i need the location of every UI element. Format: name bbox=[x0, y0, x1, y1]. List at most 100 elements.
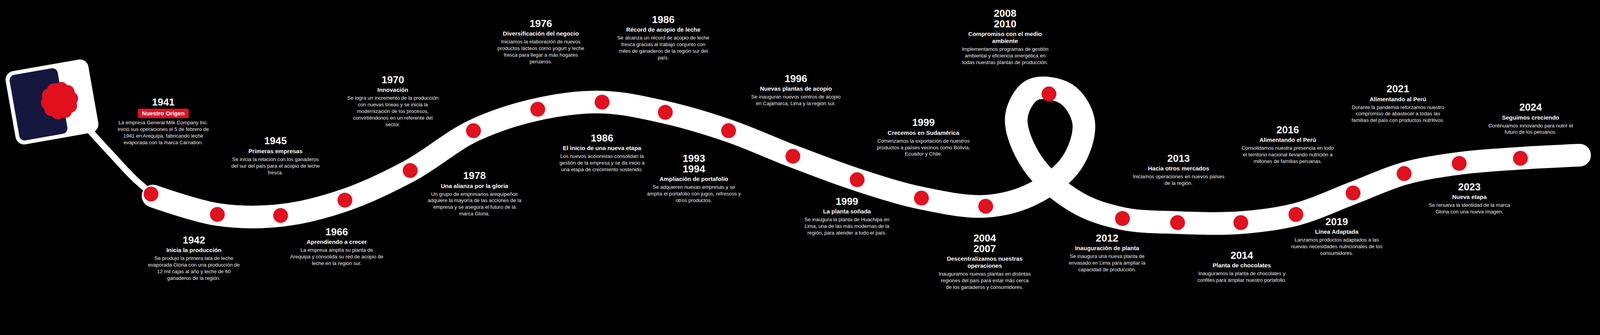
title-row: Diversificación del negocio bbox=[493, 30, 588, 38]
event-title: Inauguración de planta bbox=[1060, 244, 1154, 252]
event-description: Se adquieren nuevas empresas y se amplía… bbox=[646, 183, 741, 204]
timeline-dot bbox=[1451, 155, 1467, 171]
timeline-dot bbox=[209, 207, 225, 222]
title-row: Aprendiendo a crecer bbox=[289, 238, 384, 246]
timeline-event: 2004 2007Descentralizamos nuestras opera… bbox=[937, 232, 1032, 291]
event-description: Los nuevos accionistas consolidan la ges… bbox=[555, 153, 649, 174]
year-label: 1999 bbox=[800, 196, 894, 207]
event-title: El inicio de una nueva etapa bbox=[555, 144, 649, 152]
timeline-event: 1999La planta soñadaSe inaugura la plant… bbox=[800, 196, 894, 237]
timeline-dot bbox=[785, 148, 801, 164]
event-title: Planta de chocolates bbox=[1194, 261, 1289, 269]
timeline-event: 1999Crecemos en SudaméricaComenzamos la … bbox=[876, 117, 971, 158]
event-description: Implementamos programas de gestión ambie… bbox=[958, 46, 1052, 67]
timeline-event: 1970InnovaciónSe logra un incremento de … bbox=[346, 74, 440, 129]
year-label: 1966 bbox=[289, 226, 384, 238]
event-description: Se logra un incremento de la producción … bbox=[346, 94, 440, 128]
timeline-event: 2021Alimentando al PerúDurante la pandem… bbox=[1351, 83, 1445, 124]
title-row: Seguimos creciendo bbox=[1483, 114, 1578, 122]
timeline-dot bbox=[1041, 86, 1057, 102]
timeline-dot bbox=[1233, 214, 1249, 230]
timeline-event: 1993 1994Ampliación de portafolioSe adqu… bbox=[646, 153, 741, 204]
event-title: Crecemos en Sudamérica bbox=[876, 129, 971, 137]
event-title: Récord de acopio de leche bbox=[616, 26, 711, 34]
timeline-dot bbox=[143, 186, 159, 202]
timeline-event: 1996Nuevas plantas de acopioSe inauguran… bbox=[749, 73, 843, 108]
year-label: 1970 bbox=[346, 74, 440, 86]
timeline-event: 1986El inicio de una nueva etapaLos nuev… bbox=[555, 132, 649, 174]
year-label: 2023 bbox=[1422, 181, 1517, 193]
event-description: Un grupo de empresarios arequipeños adqu… bbox=[427, 191, 522, 218]
title-row: Nuevas plantas de acopio bbox=[749, 85, 843, 93]
title-row: Compromiso con el medio ambiente bbox=[958, 30, 1052, 45]
timeline-dot bbox=[849, 172, 865, 188]
event-description: Se inaugura la planta de Huachipa en Lim… bbox=[800, 216, 894, 237]
flag-body bbox=[4, 58, 100, 146]
year-label: 2016 bbox=[1241, 124, 1335, 136]
timeline-event: 2013Hacia otros mercadosIniciamos operac… bbox=[1131, 153, 1226, 187]
year-label: 2021 bbox=[1351, 83, 1445, 95]
title-row: Línea Adaptada bbox=[1289, 228, 1384, 236]
timeline-event: 1978Una alianza por la gloriaUn grupo de… bbox=[427, 170, 522, 218]
year-label: 2019 bbox=[1289, 216, 1384, 227]
event-title: Seguimos creciendo bbox=[1483, 114, 1578, 122]
timeline-event: 1986Récord de acopio de lecheSe alcanza … bbox=[616, 14, 711, 62]
year-label: 1993 1994 bbox=[680, 153, 708, 175]
title-row: Alimentando el Perú bbox=[1241, 136, 1335, 144]
timeline-event: 1941Nuestro OrigenLa empresa General Mil… bbox=[116, 96, 211, 147]
year-label: 1942 bbox=[146, 234, 241, 246]
timeline-event: 1976Diversificación del negocioIniciamos… bbox=[493, 18, 588, 66]
event-title: Nueva etapa bbox=[1422, 193, 1517, 201]
timeline-event: 2008 2010Compromiso con el medio ambient… bbox=[958, 8, 1052, 67]
year-label: 2004 2007 bbox=[971, 232, 999, 255]
ribbon bbox=[153, 87, 1580, 224]
timeline-dot bbox=[1170, 214, 1186, 230]
timeline-event: 1945Primeras empresasSe inicia la relaci… bbox=[228, 135, 323, 176]
year-label: 1986 bbox=[555, 132, 649, 144]
event-title: Diversificación del negocio bbox=[493, 30, 588, 38]
year-label: 1986 bbox=[616, 14, 711, 25]
title-row: Nueva etapa bbox=[1422, 193, 1517, 201]
event-title: Hacia otros mercados bbox=[1131, 164, 1226, 172]
title-row: Una alianza por la gloria bbox=[427, 182, 522, 190]
title-row: Inicia la producción bbox=[146, 246, 241, 254]
title-row: Alimentando al Perú bbox=[1351, 95, 1445, 103]
title-row: La planta soñada bbox=[800, 207, 894, 215]
year-label: 1999 bbox=[876, 117, 971, 128]
timeline-dot bbox=[273, 207, 288, 223]
year-label: 1978 bbox=[427, 170, 522, 181]
timeline-event: 1942Inicia la producciónSe produjo la pr… bbox=[146, 234, 241, 282]
timeline-event: 2023Nueva etapaSe renueva la identidad d… bbox=[1422, 181, 1517, 216]
title-row: Planta de chocolates bbox=[1194, 261, 1289, 269]
event-title: Compromiso con el medio ambiente bbox=[958, 30, 1052, 45]
title-row: Hacia otros mercados bbox=[1131, 164, 1226, 172]
event-title: Alimentando el Perú bbox=[1241, 136, 1335, 144]
year-label: 2014 bbox=[1194, 250, 1289, 261]
event-title: Aprendiendo a crecer bbox=[289, 238, 384, 246]
title-row: El inicio de una nueva etapa bbox=[555, 144, 649, 152]
event-description: Inauguramos la planta de chocolates y co… bbox=[1194, 270, 1289, 284]
title-row: Inauguración de planta bbox=[1060, 244, 1154, 252]
year-label: 1945 bbox=[228, 135, 323, 147]
timeline-event: 2014Planta de chocolatesInauguramos la p… bbox=[1194, 250, 1289, 284]
year-label: 1976 bbox=[493, 18, 588, 29]
timeline-dot bbox=[1114, 210, 1130, 226]
timeline-dot bbox=[721, 123, 736, 138]
event-title: Primeras empresas bbox=[228, 147, 323, 155]
title-row: Primeras empresas bbox=[228, 147, 323, 155]
event-description: Consolidamos nuestra presencia en todo e… bbox=[1241, 144, 1335, 165]
title-row: Récord de acopio de leche bbox=[616, 26, 711, 34]
year-label: 1941 bbox=[116, 96, 211, 108]
year-label: 2008 2010 bbox=[991, 8, 1019, 30]
event-description: Comenzamos la exportación de nuestros pr… bbox=[876, 137, 971, 158]
event-description: Se produjo la primera lata de leche evap… bbox=[146, 255, 241, 282]
event-title: Inicia la producción bbox=[146, 246, 241, 254]
title-row: Descentralizamos nuestras operaciones bbox=[937, 255, 1032, 270]
year-label: 1996 bbox=[749, 73, 843, 84]
timeline-dot bbox=[914, 190, 929, 206]
event-title: Ampliación de portafolio bbox=[646, 175, 741, 183]
event-title: La planta soñada bbox=[800, 207, 894, 215]
year-label: 2013 bbox=[1131, 153, 1226, 164]
title-row: Innovación bbox=[346, 86, 440, 94]
